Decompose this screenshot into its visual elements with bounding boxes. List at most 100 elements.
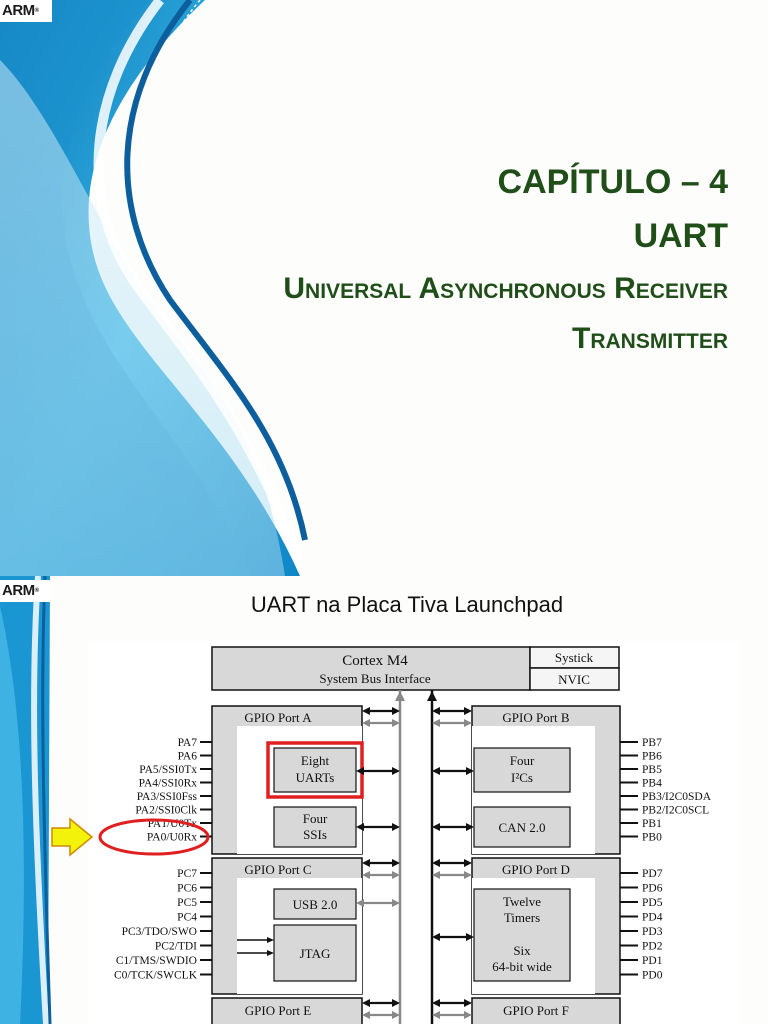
slide-title: UART na Placa Tiva Launchpad bbox=[250, 592, 564, 617]
arrowhead bbox=[392, 707, 400, 715]
jtag-label: JTAG bbox=[300, 946, 331, 961]
timers-label-line3: Six bbox=[513, 943, 531, 958]
i2c-label-line2: I²Cs bbox=[511, 770, 533, 785]
pin-label: PD1 bbox=[642, 955, 663, 967]
pin-label: PA7 bbox=[178, 737, 198, 749]
arrowhead bbox=[356, 767, 364, 775]
arrowhead bbox=[392, 999, 400, 1007]
pin-label: PC4 bbox=[177, 912, 197, 924]
arrowhead bbox=[464, 999, 472, 1007]
timers-label-line2: Timers bbox=[504, 910, 540, 925]
gpio-port-a-label: GPIO Port A bbox=[244, 710, 312, 725]
can-label: CAN 2.0 bbox=[499, 820, 546, 835]
pin-label: C1/TMS/SWDIO bbox=[116, 955, 197, 967]
arrowhead bbox=[432, 719, 440, 727]
arrowhead bbox=[432, 859, 440, 867]
chapter-title: CAPÍTULO – 4 bbox=[497, 163, 728, 201]
pin-label: PB5 bbox=[642, 764, 662, 776]
usb-label: USB 2.0 bbox=[293, 897, 338, 912]
pin-label: PC5 bbox=[177, 897, 197, 909]
arrowhead bbox=[432, 1011, 440, 1019]
timers-label-line4: 64-bit wide bbox=[492, 959, 552, 974]
pin-label: PB0 bbox=[642, 832, 662, 844]
arrowhead bbox=[362, 871, 370, 879]
arrowhead bbox=[432, 933, 440, 941]
uarts-label-line1: Eight bbox=[301, 753, 330, 768]
arrowhead bbox=[464, 707, 472, 715]
arrowhead bbox=[432, 871, 440, 879]
arrowhead bbox=[432, 707, 440, 715]
gpio-port-f-label: GPIO Port F bbox=[503, 1003, 569, 1018]
pin-label: PD2 bbox=[642, 941, 663, 953]
pin-label: PB1 bbox=[642, 818, 662, 830]
arrowhead bbox=[356, 823, 364, 831]
pin-label: PA0/U0Rx bbox=[147, 832, 197, 844]
arrowhead bbox=[464, 859, 472, 867]
pin-label: PD0 bbox=[642, 970, 663, 982]
pin-label: PC3/TDO/SWO bbox=[122, 926, 197, 938]
decorative-wave-graphic bbox=[0, 576, 52, 1024]
nvic-label: NVIC bbox=[558, 672, 590, 687]
pin-label: PA4/SSI0Rx bbox=[139, 778, 198, 790]
arrowhead bbox=[432, 999, 440, 1007]
pin-label: PC7 bbox=[177, 868, 197, 880]
gpio-port-c-label: GPIO Port C bbox=[244, 862, 311, 877]
arrowhead bbox=[362, 859, 370, 867]
chapter-subject: UART bbox=[633, 217, 728, 255]
arrowhead bbox=[392, 719, 400, 727]
title-slide: ARM® CAPÍTULO – 4 UART Universal Asynchr… bbox=[0, 0, 728, 576]
i2c-label-line1: Four bbox=[510, 753, 535, 768]
arm-logo: ARM® bbox=[0, 0, 52, 22]
cortex-m4-block bbox=[211, 646, 531, 691]
pin-label: PB3/I2C0SDA bbox=[642, 791, 712, 803]
gpio-port-e-label: GPIO Port E bbox=[245, 1003, 312, 1018]
arrowhead bbox=[432, 767, 440, 775]
gpio-port-b-label: GPIO Port B bbox=[502, 710, 570, 725]
pin-label: PB2/I2C0SCL bbox=[642, 805, 709, 817]
ssi-label-line2: SSIs bbox=[303, 827, 327, 842]
arrowhead bbox=[362, 719, 370, 727]
pin-label: PD6 bbox=[642, 883, 663, 895]
arrowhead bbox=[362, 707, 370, 715]
uarts-label-line2: UARTs bbox=[296, 770, 335, 785]
pin-label: PD3 bbox=[642, 926, 663, 938]
pin-label: PA6 bbox=[178, 751, 198, 763]
uart0-pins-highlight bbox=[98, 818, 210, 856]
arrowhead bbox=[392, 871, 400, 879]
arrowhead bbox=[464, 871, 472, 879]
microcontroller-block-diagram: Cortex M4 System Bus Interface Systick N… bbox=[51, 641, 740, 1024]
system-bus-label: System Bus Interface bbox=[319, 671, 430, 686]
arrowhead bbox=[466, 823, 474, 831]
chapter-subtitle-line2: Transmitter bbox=[572, 322, 728, 355]
gpio-port-d-label: GPIO Port D bbox=[502, 862, 570, 877]
arrowhead bbox=[392, 767, 400, 775]
arrowhead bbox=[362, 1011, 370, 1019]
pin-label: PD7 bbox=[642, 868, 663, 880]
pin-label: C0/TCK/SWCLK bbox=[114, 970, 198, 982]
pin-label: PB6 bbox=[642, 751, 662, 763]
pointer-arrow-icon bbox=[51, 817, 94, 857]
arrowhead bbox=[466, 933, 474, 941]
timers-label-line1: Twelve bbox=[503, 894, 541, 909]
arrowhead bbox=[432, 823, 440, 831]
arrowhead bbox=[267, 950, 274, 956]
pin-label: PC2/TDI bbox=[155, 941, 197, 953]
pin-label: PD5 bbox=[642, 897, 663, 909]
content-slide: ARM® UART na Placa Tiva Launchpad Cortex… bbox=[0, 576, 768, 1024]
arrowhead bbox=[466, 767, 474, 775]
arrowhead bbox=[392, 859, 400, 867]
systick-label: Systick bbox=[555, 650, 594, 665]
arrowhead bbox=[356, 899, 364, 907]
pin-label: PD4 bbox=[642, 912, 663, 924]
arrowhead bbox=[267, 937, 274, 943]
pin-label: PA2/SSI0Clk bbox=[135, 805, 197, 817]
decorative-wave-graphic bbox=[0, 0, 308, 576]
arrowhead bbox=[392, 899, 400, 907]
pin-label: PA5/SSI0Tx bbox=[139, 764, 197, 776]
arrowhead bbox=[362, 999, 370, 1007]
chapter-subtitle-line1: Universal Asynchronous Receiver bbox=[283, 272, 728, 305]
pin-label: PA3/SSI0Fss bbox=[137, 791, 198, 803]
arm-logo: ARM® bbox=[0, 580, 52, 602]
arrowhead bbox=[392, 823, 400, 831]
pin-label: PB7 bbox=[642, 737, 662, 749]
